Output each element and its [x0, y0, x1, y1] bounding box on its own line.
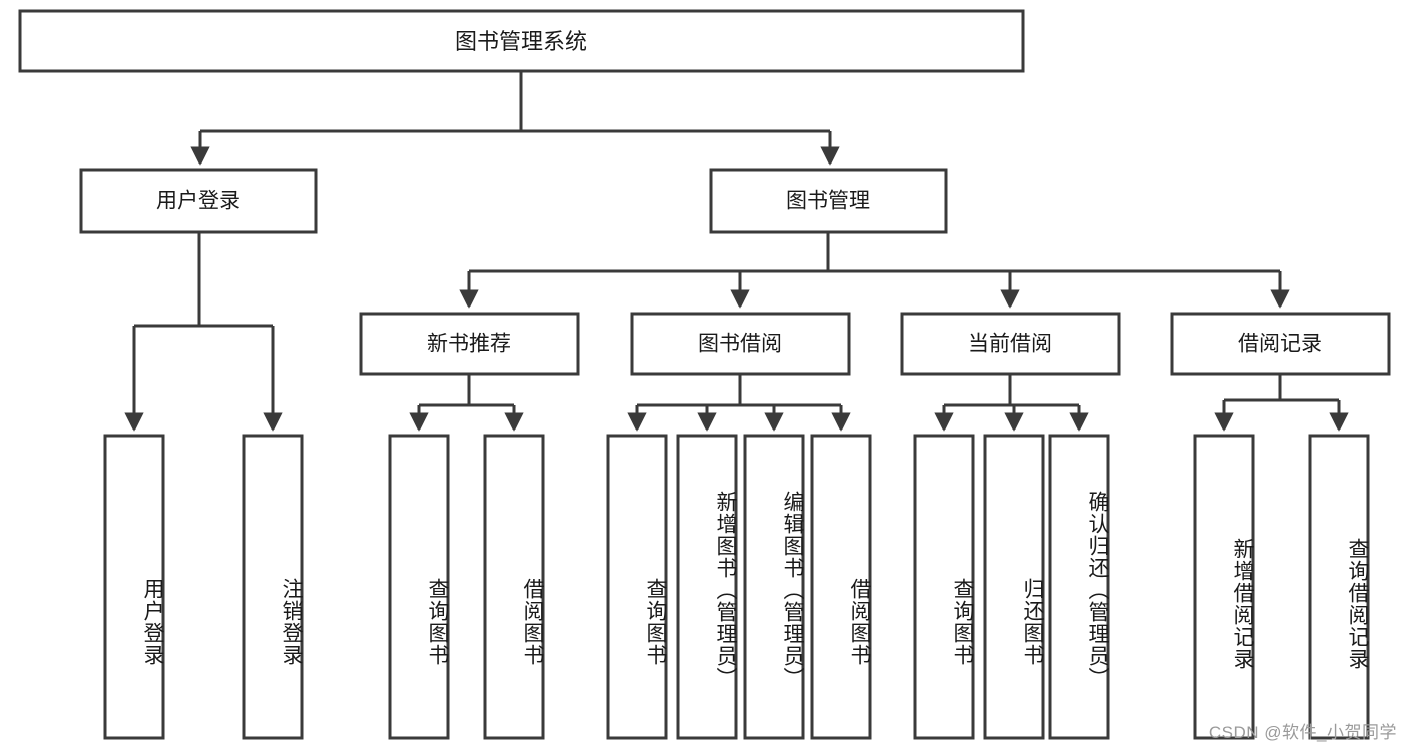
- node-book-borrow-box[interactable]: [630, 312, 851, 376]
- node-borrow-record-box[interactable]: [1170, 312, 1391, 376]
- node-user-login-label: 用户登录: [156, 190, 240, 213]
- node-root-box[interactable]: [18, 9, 1025, 73]
- node-leaf-query-record-box[interactable]: [1308, 434, 1370, 740]
- node-leaf-query-book-2-box[interactable]: [606, 434, 668, 740]
- node-borrow-record-label: 借阅记录: [1238, 333, 1322, 356]
- node-leaf-add-record-box[interactable]: [1193, 434, 1255, 740]
- node-root-label: 图书管理系统: [455, 29, 587, 54]
- node-book-management-box[interactable]: [709, 168, 948, 234]
- node-new-book-recommend-label: 新书推荐: [427, 333, 511, 356]
- node-leaf-edit-book-box[interactable]: [743, 434, 805, 740]
- node-current-borrow-label: 当前借阅: [968, 333, 1052, 356]
- node-leaf-query-book-3-box[interactable]: [913, 434, 975, 740]
- node-user-login-box[interactable]: [79, 168, 318, 234]
- node-leaf-add-book-box[interactable]: [676, 434, 738, 740]
- node-current-borrow-box[interactable]: [900, 312, 1121, 376]
- node-leaf-borrow-book-2-box[interactable]: [810, 434, 872, 740]
- node-new-book-recommend-box[interactable]: [359, 312, 580, 376]
- node-leaf-borrow-book-1-box[interactable]: [483, 434, 545, 740]
- csdn-watermark: CSDN @软件_小贺同学: [1208, 723, 1397, 742]
- node-leaf-query-book-1-box[interactable]: [388, 434, 450, 740]
- node-leaf-user-login-box[interactable]: [103, 434, 165, 740]
- node-leaf-confirm-return-box[interactable]: [1048, 434, 1110, 740]
- node-book-borrow-label: 图书借阅: [698, 333, 782, 356]
- node-leaf-logout-box[interactable]: [242, 434, 304, 740]
- node-leaf-return-book-box[interactable]: [983, 434, 1045, 740]
- node-book-management-label: 图书管理: [786, 190, 870, 213]
